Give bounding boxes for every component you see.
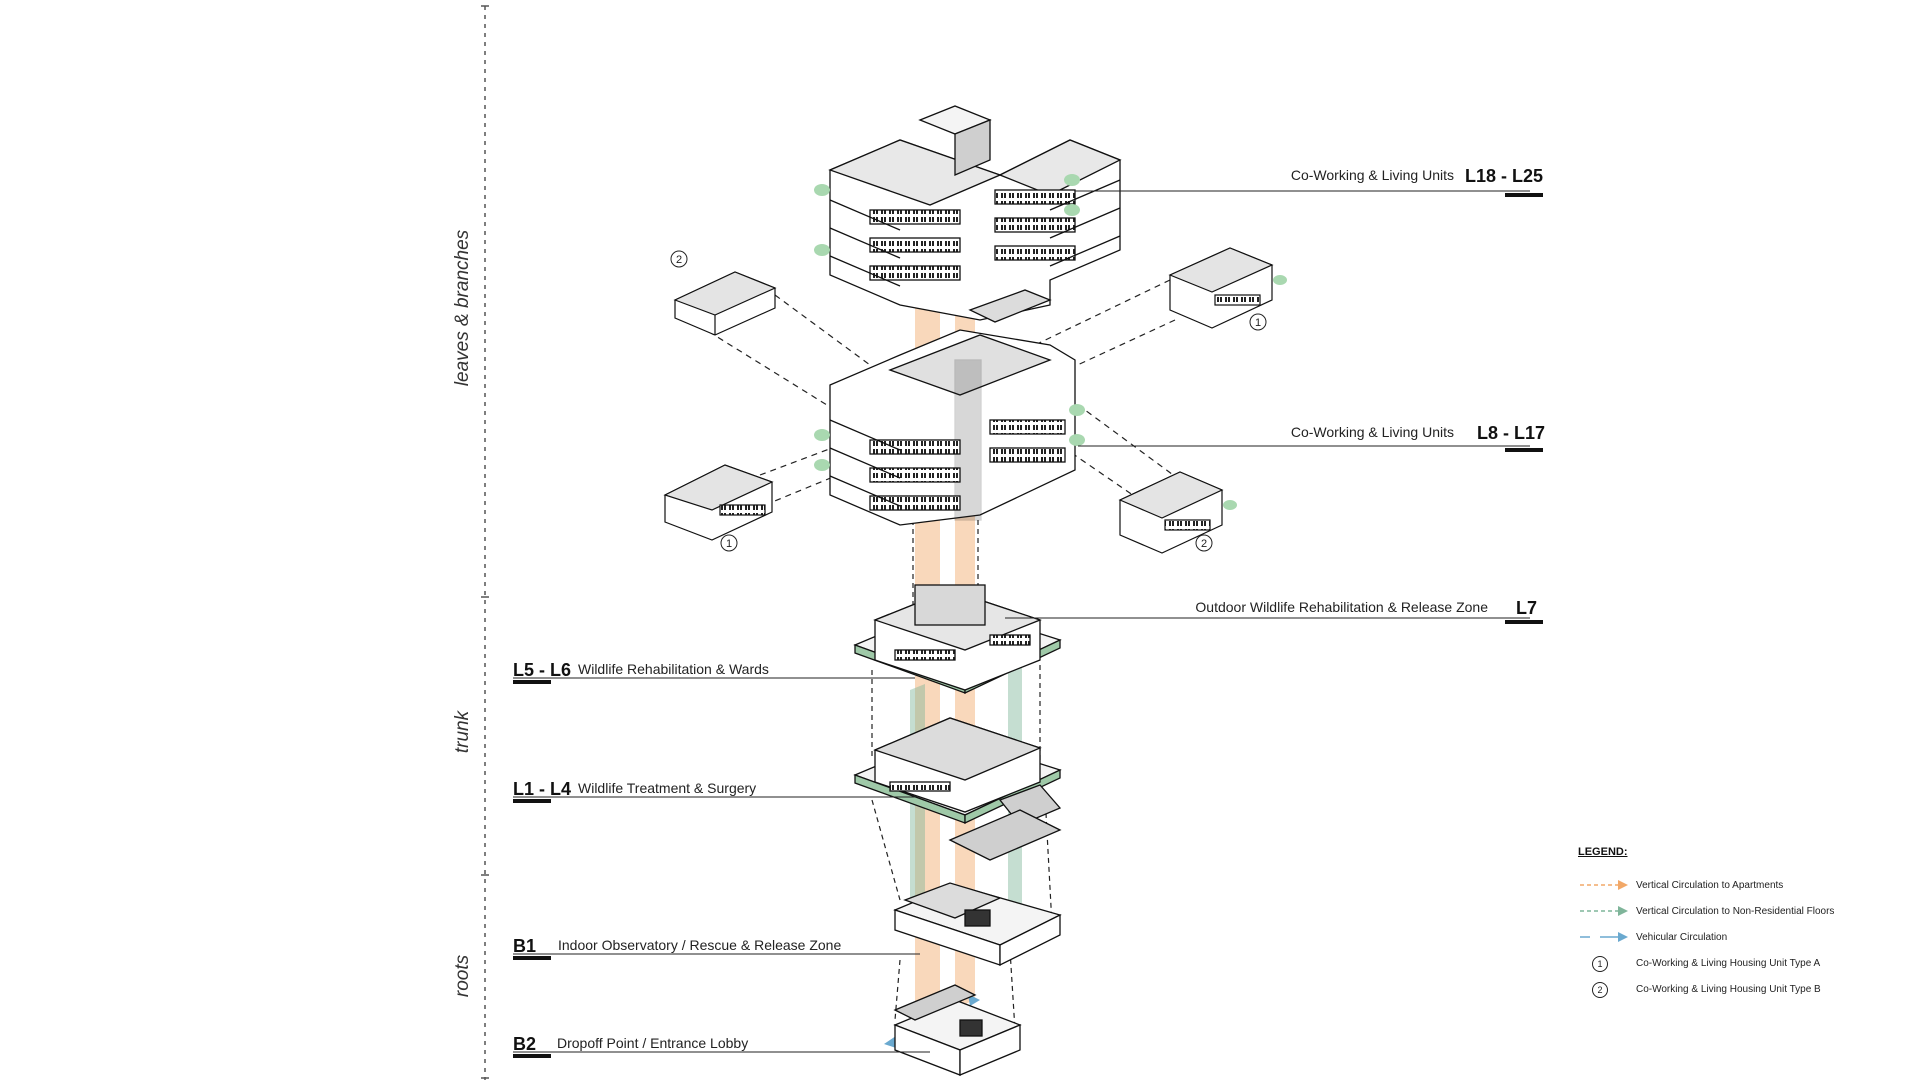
b1-core bbox=[965, 910, 990, 926]
unit-marker-text: 1 bbox=[726, 538, 732, 550]
level-code-l7: L7 bbox=[1516, 598, 1537, 619]
level-desc-l8-l17: Co-Working & Living Units bbox=[1291, 424, 1454, 440]
level-desc-l18-l25: Co-Working & Living Units bbox=[1291, 167, 1454, 183]
legend-marker: 2 bbox=[1592, 982, 1608, 998]
unit-windows bbox=[720, 505, 765, 515]
legend-text: Co-Working & Living Housing Unit Type B bbox=[1636, 984, 1821, 995]
connector-unit-2-top bbox=[775, 295, 870, 365]
level-code-l8-l17: L8 - L17 bbox=[1477, 423, 1545, 444]
legend-title: LEGEND: bbox=[1578, 846, 1908, 858]
tower-window-band bbox=[870, 440, 960, 454]
level-bar-l18-l25 bbox=[1505, 193, 1543, 197]
legend-text: Co-Working & Living Housing Unit Type A bbox=[1636, 958, 1820, 969]
basement-b2 bbox=[895, 985, 1020, 1075]
level-bar-b1 bbox=[513, 956, 551, 960]
unit-type-b-top-left bbox=[675, 272, 775, 335]
level-bar-l8-l17 bbox=[1505, 448, 1543, 452]
unit-type-a-top-right bbox=[1170, 248, 1287, 328]
tower-window-band bbox=[870, 238, 960, 252]
legend-item-vehicular: Vehicular Circulation bbox=[1578, 924, 1908, 950]
l1-l4-windows bbox=[890, 782, 950, 791]
level-bar-l5-l6 bbox=[513, 680, 551, 684]
b2-core bbox=[960, 1020, 982, 1036]
legend-text: Vertical Circulation to Apartments bbox=[1636, 880, 1783, 891]
unit-windows bbox=[1165, 520, 1210, 530]
greenery bbox=[814, 244, 830, 256]
tower-window-band bbox=[870, 468, 960, 482]
level-bar-b2 bbox=[513, 1054, 551, 1058]
guide-line bbox=[1010, 950, 1015, 1030]
tower-window-band bbox=[995, 246, 1075, 260]
legend-text: Vehicular Circulation bbox=[1636, 932, 1727, 943]
podium-l5-l7 bbox=[855, 585, 1060, 693]
level-code-l18-l25: L18 - L25 bbox=[1465, 166, 1543, 187]
level-desc-l1-l4: Wildlife Treatment & Surgery bbox=[578, 780, 756, 796]
tower-middle-l8-l17 bbox=[814, 290, 1085, 525]
podium-windows bbox=[895, 650, 955, 660]
connector-unit-1-top bbox=[1035, 280, 1170, 345]
greenery bbox=[814, 459, 830, 471]
tower-window-band bbox=[870, 266, 960, 280]
unit-marker-text: 1 bbox=[1255, 317, 1261, 329]
unit-marker-text: 2 bbox=[676, 254, 682, 266]
level-desc-b2: Dropoff Point / Entrance Lobby bbox=[557, 1035, 748, 1051]
unit-type-a-icon: 1 bbox=[1578, 956, 1636, 970]
legend-item-apartments: Vertical Circulation to Apartments bbox=[1578, 872, 1908, 898]
level-code-l5-l6: L5 - L6 bbox=[513, 660, 571, 681]
guide-line bbox=[872, 800, 900, 900]
greenery bbox=[1069, 434, 1085, 446]
floors-l1-l4 bbox=[855, 718, 1060, 825]
unit-windows bbox=[1215, 295, 1260, 305]
level-bar-l7 bbox=[1505, 620, 1543, 624]
tower-window-band bbox=[870, 210, 960, 224]
tower-window-band bbox=[990, 448, 1065, 462]
tower-window-band bbox=[990, 420, 1065, 434]
level-code-l1-l4: L1 - L4 bbox=[513, 779, 571, 800]
dash-blue-icon bbox=[1578, 930, 1636, 944]
tower-window-band bbox=[870, 496, 960, 510]
legend-text: Vertical Circulation to Non-Residential … bbox=[1636, 906, 1834, 917]
level-code-b2: B2 bbox=[513, 1034, 536, 1055]
greenery bbox=[1064, 174, 1080, 186]
podium-windows bbox=[990, 635, 1030, 645]
legend-item-unit-type-b: 2 Co-Working & Living Housing Unit Type … bbox=[1578, 976, 1908, 1002]
tower-window-band bbox=[995, 218, 1075, 232]
greenery bbox=[1064, 204, 1080, 216]
unit-type-b-bottom-right bbox=[1120, 472, 1237, 553]
greenery bbox=[1223, 500, 1237, 510]
tower-window-band bbox=[995, 190, 1075, 204]
legend-marker: 1 bbox=[1592, 956, 1608, 972]
unit-type-a-bottom-left bbox=[665, 465, 772, 540]
level-desc-l7: Outdoor Wildlife Rehabilitation & Releas… bbox=[1195, 599, 1488, 615]
greenery bbox=[1273, 275, 1287, 285]
greenery bbox=[814, 184, 830, 196]
level-desc-l5-l6: Wildlife Rehabilitation & Wards bbox=[578, 661, 769, 677]
podium-rooftop-blocks bbox=[915, 585, 985, 625]
dash-green-icon bbox=[1578, 904, 1636, 918]
greenery bbox=[814, 429, 830, 441]
vehicular-arrow-in bbox=[884, 1036, 896, 1048]
connector-unit-1-bottom bbox=[760, 445, 840, 475]
greenery bbox=[1069, 404, 1085, 416]
tower-upper-l18-l25 bbox=[814, 106, 1120, 320]
unit-type-b-icon: 2 bbox=[1578, 982, 1636, 996]
unit-marker-text: 2 bbox=[1201, 538, 1207, 550]
level-bar-l1-l4 bbox=[513, 799, 551, 803]
level-desc-b1: Indoor Observatory / Rescue & Release Zo… bbox=[558, 937, 841, 953]
legend: LEGEND: Vertical Circulation to Apartmen… bbox=[1578, 846, 1908, 1002]
dash-orange-icon bbox=[1578, 878, 1636, 892]
connector-unit-2-bottom bbox=[1085, 410, 1180, 480]
level-code-b1: B1 bbox=[513, 936, 536, 957]
legend-item-non-residential: Vertical Circulation to Non-Residential … bbox=[1578, 898, 1908, 924]
legend-item-unit-type-a: 1 Co-Working & Living Housing Unit Type … bbox=[1578, 950, 1908, 976]
